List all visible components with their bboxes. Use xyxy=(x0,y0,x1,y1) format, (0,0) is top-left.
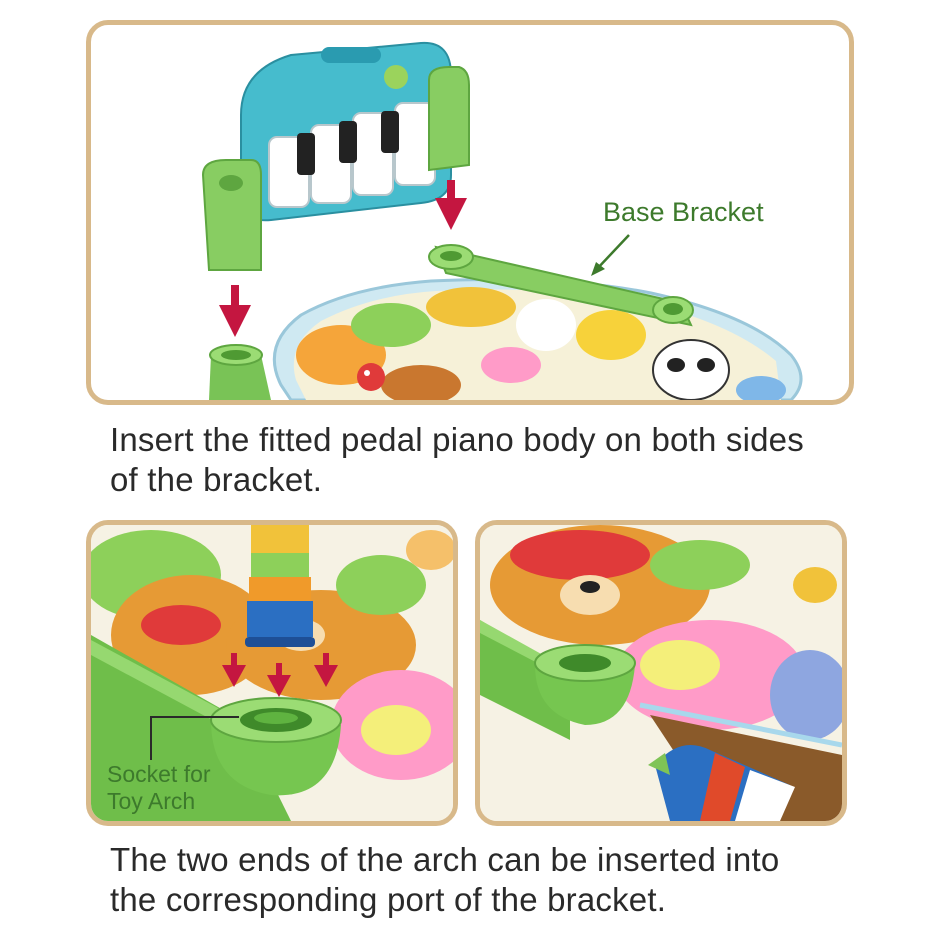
step2-inserted-illustration xyxy=(480,525,842,821)
insert-arrow-left xyxy=(219,285,251,337)
toy-arch-socket xyxy=(534,644,636,725)
socket-label-line2: Toy Arch xyxy=(107,788,196,814)
step2-caption: The two ends of the arch can be inserted… xyxy=(110,841,780,918)
base-bracket-label: Base Bracket xyxy=(603,197,764,227)
step2-socket-illustration xyxy=(91,525,453,821)
toy-arch-socket xyxy=(210,697,342,796)
base-bracket-pointer xyxy=(591,234,630,276)
socket-label-line1: Socket for xyxy=(107,761,211,787)
step1-caption: Insert the fitted pedal piano body on bo… xyxy=(110,421,804,498)
step1-illustration xyxy=(201,41,803,400)
insert-arrows xyxy=(222,653,338,697)
left-bracket-socket xyxy=(209,344,271,400)
play-mat xyxy=(272,278,803,400)
socket-pointer xyxy=(150,716,239,760)
insert-arrow-right xyxy=(435,180,467,230)
step2-inserted-panel xyxy=(475,520,847,826)
step1-illustration-panel: Base Bracket xyxy=(86,20,854,405)
step2-socket-panel: Socket for Toy Arch xyxy=(86,520,458,826)
base-bracket-bar xyxy=(428,244,694,327)
toy-arch-end xyxy=(648,745,795,821)
toy-arch-post xyxy=(245,525,315,647)
piano-body xyxy=(201,41,470,271)
